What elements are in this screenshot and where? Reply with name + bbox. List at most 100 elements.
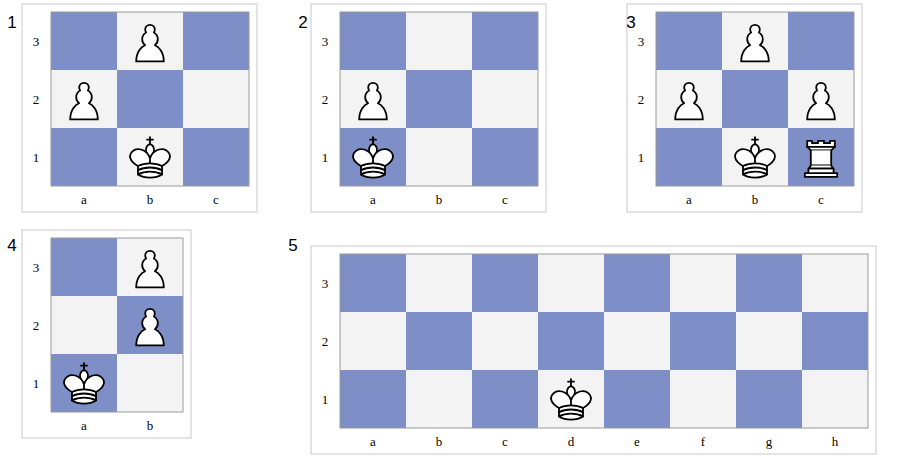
- white-king: [353, 137, 393, 177]
- diagram-number: 3: [626, 14, 635, 31]
- board-square: [51, 128, 117, 186]
- board-square: [183, 70, 249, 128]
- board-square: [788, 12, 854, 70]
- board-square: [183, 12, 249, 70]
- white-pawn: [807, 83, 835, 120]
- board-square: [340, 370, 406, 428]
- board-square: [736, 254, 802, 312]
- white-king: [64, 363, 104, 403]
- board-square: [670, 254, 736, 312]
- file-label: b: [147, 193, 154, 206]
- board-square: [472, 128, 538, 186]
- board-square: [340, 70, 406, 128]
- diagram-number: 1: [7, 14, 16, 31]
- file-label: d: [568, 435, 575, 448]
- board-square: [117, 128, 183, 186]
- board-square: [406, 254, 472, 312]
- file-label: b: [436, 435, 443, 448]
- rank-label: 2: [33, 93, 40, 106]
- board-square: [604, 312, 670, 370]
- rank-label: 1: [322, 393, 329, 406]
- board-square: [51, 70, 117, 128]
- board-square: [722, 12, 788, 70]
- board-square: [51, 296, 117, 354]
- file-label: b: [436, 193, 443, 206]
- rank-label: 3: [322, 35, 329, 48]
- white-king: [735, 137, 775, 177]
- white-rook: [805, 141, 837, 177]
- rank-label: 3: [33, 261, 40, 274]
- board-square: [472, 312, 538, 370]
- rank-label: 1: [33, 151, 40, 164]
- file-label: c: [818, 193, 824, 206]
- board-square: [670, 312, 736, 370]
- board-square: [340, 312, 406, 370]
- rank-label: 2: [322, 93, 329, 106]
- board-frame: [627, 4, 862, 212]
- rank-label: 1: [33, 377, 40, 390]
- board-square: [538, 254, 604, 312]
- white-king: [551, 379, 591, 419]
- rank-label: 2: [638, 93, 645, 106]
- white-pawn: [70, 83, 98, 120]
- board-square: [51, 238, 117, 296]
- board-square: [788, 128, 854, 186]
- rank-label: 1: [638, 151, 645, 164]
- board-square: [472, 12, 538, 70]
- board-square: [722, 128, 788, 186]
- file-label: a: [686, 193, 692, 206]
- board-square: [340, 128, 406, 186]
- board-square: [51, 354, 117, 412]
- board-square: [472, 254, 538, 312]
- board-border: [340, 12, 538, 186]
- board-square: [802, 370, 868, 428]
- rank-label: 2: [322, 335, 329, 348]
- board-square: [406, 12, 472, 70]
- board-square: [406, 312, 472, 370]
- rank-label: 1: [322, 151, 329, 164]
- white-king: [130, 137, 170, 177]
- file-label: a: [81, 193, 87, 206]
- file-label: c: [502, 435, 508, 448]
- board-square: [670, 370, 736, 428]
- file-label: a: [81, 419, 87, 432]
- file-label: e: [634, 435, 640, 448]
- board-square: [117, 238, 183, 296]
- rank-label: 3: [638, 35, 645, 48]
- board-square: [117, 12, 183, 70]
- diagram-number: 2: [298, 14, 307, 31]
- board-square: [736, 370, 802, 428]
- board-square: [340, 12, 406, 70]
- file-label: f: [701, 435, 705, 448]
- board-border: [51, 12, 249, 186]
- file-label: c: [502, 193, 508, 206]
- board-square: [51, 12, 117, 70]
- board-frame: [22, 230, 191, 438]
- board-square: [406, 128, 472, 186]
- board-square: [117, 296, 183, 354]
- board-square: [604, 370, 670, 428]
- board-square: [604, 254, 670, 312]
- board-square: [472, 70, 538, 128]
- white-pawn: [675, 83, 703, 120]
- board-square: [656, 12, 722, 70]
- board-square: [406, 70, 472, 128]
- board-square: [802, 312, 868, 370]
- file-label: a: [370, 193, 376, 206]
- board-square: [656, 70, 722, 128]
- board-square: [722, 70, 788, 128]
- white-pawn: [359, 83, 387, 120]
- file-label: c: [213, 193, 219, 206]
- rank-label: 3: [33, 35, 40, 48]
- board-square: [736, 312, 802, 370]
- rank-label: 2: [33, 319, 40, 332]
- board-square: [788, 70, 854, 128]
- board-square: [117, 354, 183, 412]
- board-square: [183, 128, 249, 186]
- white-pawn: [741, 25, 769, 62]
- rank-label: 3: [322, 277, 329, 290]
- file-label: b: [147, 419, 154, 432]
- board-square: [656, 128, 722, 186]
- white-pawn: [136, 25, 164, 62]
